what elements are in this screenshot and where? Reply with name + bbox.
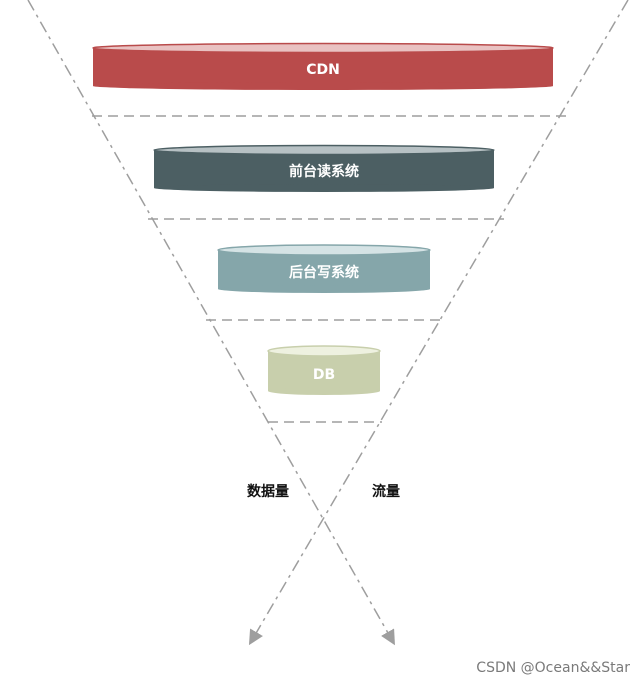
layer-frontend-read: 前台读系统 [153,144,495,192]
data-volume-label: 数据量 [247,483,289,500]
layer-cdn-top [92,42,554,54]
layer-frontend-read-top [153,144,495,156]
funnel-right-edge [248,0,629,646]
watermark: CSDN @Ocean&&Star [476,660,630,676]
layer-frontend-read-label: 前台读系统 [289,163,359,180]
layer-cdn: CDN [92,42,554,90]
layer-db: DB [267,345,381,395]
layer-backend-write-body [218,250,430,289]
layer-backend-write-bottom [218,285,430,293]
layer-db-body [268,351,380,391]
layer-backend-write: 后台写系统 [217,244,431,293]
layer-frontend-read-bottom [154,184,494,192]
layer-backend-write-top [217,244,431,256]
traffic-label: 流量 [372,483,400,500]
layer-cdn-body [93,48,553,86]
layer-backend-write-label: 后台写系统 [289,264,359,281]
layer-db-label: DB [313,367,335,383]
layer-cdn-label: CDN [306,62,340,78]
layer-cdn-bottom [93,82,553,90]
layer-db-top [267,345,381,357]
layer-frontend-read-body [154,150,494,188]
layer-db-bottom [268,387,380,395]
